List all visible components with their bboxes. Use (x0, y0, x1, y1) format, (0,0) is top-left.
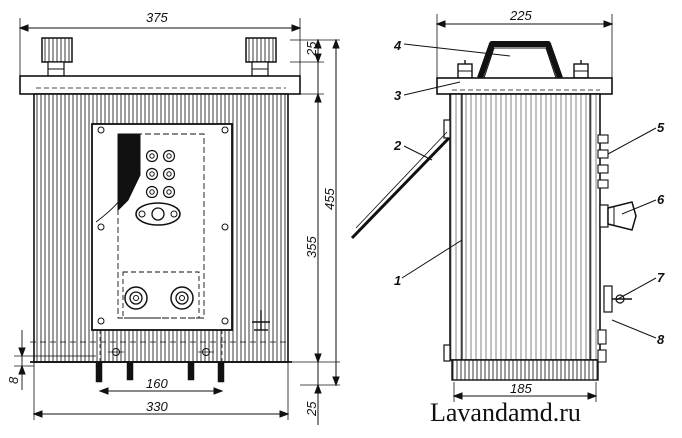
side-terminal (603, 285, 632, 313)
front-lug-right (245, 37, 277, 77)
callout-1: 1 (394, 273, 401, 288)
watermark: Lavandamd.ru (430, 398, 581, 427)
dim-front-base-width: 330 (146, 399, 168, 414)
side-top-cover (436, 77, 613, 95)
dim-front-bottom-offset: 25 (304, 401, 319, 417)
dim-side-base-width: 185 (510, 381, 532, 396)
side-lifting-handle (477, 41, 563, 79)
front-top-plate (19, 75, 301, 95)
callout-4: 4 (393, 38, 402, 53)
dim-front-total-height: 455 (322, 188, 337, 210)
dim-front-body-height: 355 (304, 236, 319, 258)
callout-7: 7 (657, 270, 665, 285)
dim-side-width: 225 (509, 8, 532, 23)
front-lug-left (41, 37, 73, 77)
front-view: 375 25 455 355 8 160 330 25 (6, 10, 340, 425)
dim-front-base-height: 8 (6, 376, 21, 384)
side-bushing (599, 201, 637, 231)
callout-2: 2 (393, 138, 402, 153)
callout-6: 6 (657, 192, 665, 207)
side-view: 1 2 3 4 5 6 7 8 225 185 (350, 8, 665, 402)
dim-front-mount-spacing: 160 (146, 376, 168, 391)
callout-5: 5 (657, 120, 665, 135)
dim-front-top-plate: 25 (304, 41, 319, 57)
terminal-panel (91, 123, 233, 331)
side-tank-body (449, 93, 601, 361)
callout-3: 3 (394, 88, 402, 103)
grounding-symbol (252, 310, 270, 331)
dim-front-width: 375 (146, 10, 168, 25)
callout-8: 8 (657, 332, 665, 347)
